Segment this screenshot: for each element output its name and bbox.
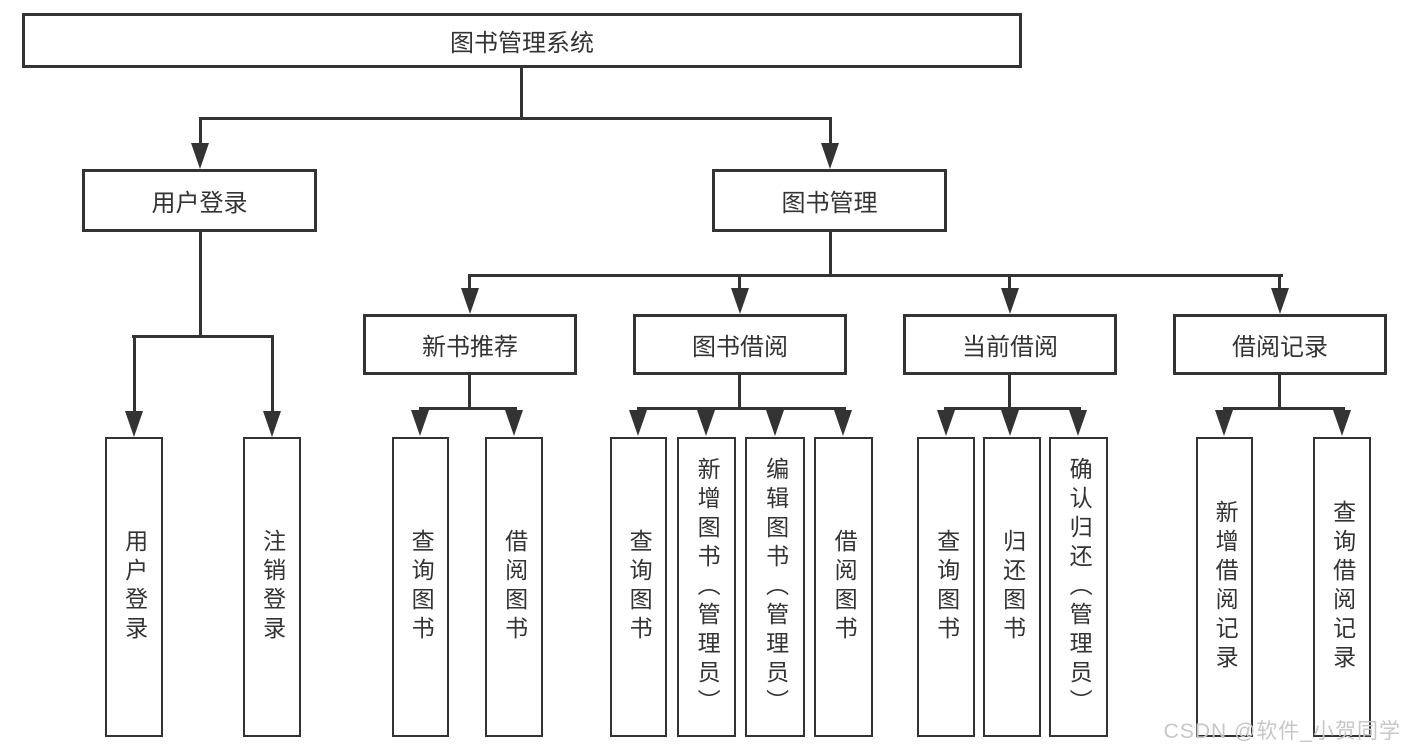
arrowhead-down-icon: [1001, 288, 1019, 314]
leaf-edit-book-admin: 编辑图书（管理员）: [745, 437, 805, 737]
node-book-borrow: 图书借阅: [633, 314, 847, 375]
connector-line: [419, 407, 517, 410]
node-current-borrow: 当前借阅: [903, 314, 1117, 375]
connector-line: [132, 335, 274, 338]
leaf-query-books-3-label: 查询图书: [933, 529, 960, 645]
node-borrow-records: 借阅记录: [1173, 314, 1387, 375]
connector-line: [829, 120, 832, 144]
arrowhead-down-icon: [1215, 410, 1233, 436]
leaf-borrow-books-1: 借阅图书: [485, 437, 543, 737]
connector-line: [133, 338, 136, 411]
node-borrow-records-label: 借阅记录: [1232, 334, 1328, 361]
connector-line: [1008, 277, 1011, 289]
connector-line: [199, 120, 202, 144]
leaf-query-books-2: 查询图书: [610, 437, 667, 737]
leaf-add-book-admin: 新增图书（管理员）: [677, 437, 736, 737]
connector-line: [199, 117, 832, 120]
arrowhead-down-icon: [1271, 288, 1289, 314]
leaf-add-borrow-record-label: 新增借阅记录: [1212, 500, 1239, 674]
node-root: 图书管理系统: [22, 13, 1022, 68]
node-book-management-label: 图书管理: [781, 190, 878, 217]
leaf-query-books-1: 查询图书: [392, 437, 449, 737]
leaf-query-books-3: 查询图书: [917, 437, 975, 737]
leaf-edit-book-admin-label: 编辑图书（管理员）: [762, 456, 789, 718]
leaf-borrow-books-1-label: 借阅图书: [501, 529, 528, 645]
leaf-add-borrow-record: 新增借阅记录: [1196, 437, 1253, 737]
leaf-logout: 注销登录: [243, 437, 301, 737]
arrowhead-down-icon: [263, 411, 281, 437]
leaf-query-borrow-record: 查询借阅记录: [1313, 437, 1371, 737]
arrowhead-down-icon: [1069, 410, 1087, 436]
leaf-user-login: 用户登录: [105, 437, 163, 737]
leaf-return-book: 归还图书: [983, 437, 1041, 737]
arrowhead-down-icon: [461, 288, 479, 314]
leaf-query-borrow-record-label: 查询借阅记录: [1329, 500, 1356, 674]
connector-line: [199, 232, 202, 338]
arrowhead-down-icon: [125, 411, 143, 437]
connector-line: [1223, 407, 1345, 410]
arrowhead-down-icon: [731, 288, 749, 314]
arrowhead-down-icon: [834, 410, 852, 436]
connector-line: [637, 407, 846, 410]
node-book-borrow-label: 图书借阅: [692, 334, 788, 361]
arrowhead-down-icon: [937, 410, 955, 436]
connector-line: [1278, 277, 1281, 289]
leaf-confirm-return-admin: 确认归还（管理员）: [1049, 437, 1108, 737]
arrowhead-down-icon: [766, 410, 784, 436]
connector-line: [829, 232, 832, 277]
node-user-login-label: 用户登录: [151, 190, 248, 217]
leaf-borrow-books-2-label: 借阅图书: [831, 529, 858, 645]
arrowhead-down-icon: [411, 410, 429, 436]
node-new-book-recommend-label: 新书推荐: [422, 334, 518, 361]
arrowhead-down-icon: [629, 410, 647, 436]
node-book-management: 图书管理: [712, 169, 947, 232]
leaf-query-books-1-label: 查询图书: [408, 529, 435, 645]
connector-line: [520, 68, 523, 118]
node-current-borrow-label: 当前借阅: [962, 334, 1058, 361]
arrowhead-down-icon: [191, 143, 209, 169]
connector-line: [738, 375, 741, 408]
connector-line: [468, 274, 1283, 277]
arrowhead-down-icon: [505, 410, 523, 436]
leaf-borrow-books-2: 借阅图书: [814, 437, 873, 737]
connector-line: [1278, 375, 1281, 408]
leaf-user-login-label: 用户登录: [121, 529, 148, 645]
arrowhead-down-icon: [1333, 410, 1351, 436]
connector-line: [468, 375, 471, 408]
node-root-label: 图书管理系统: [450, 30, 594, 57]
leaf-query-books-2-label: 查询图书: [626, 529, 653, 645]
node-new-book-recommend: 新书推荐: [363, 314, 577, 375]
connector-line: [1008, 375, 1011, 408]
connector-line: [738, 277, 741, 289]
leaf-return-book-label: 归还图书: [999, 529, 1026, 645]
connector-line: [944, 407, 1081, 410]
connector-line: [468, 277, 471, 289]
leaf-confirm-return-admin-label: 确认归还（管理员）: [1066, 456, 1093, 718]
leaf-add-book-admin-label: 新增图书（管理员）: [694, 456, 721, 718]
connector-line: [271, 338, 274, 411]
arrowhead-down-icon: [821, 143, 839, 169]
arrowhead-down-icon: [697, 410, 715, 436]
watermark: CSDN @软件_小贺同学: [1163, 720, 1401, 743]
arrowhead-down-icon: [1001, 410, 1019, 436]
node-user-login: 用户登录: [82, 169, 317, 232]
leaf-logout-label: 注销登录: [259, 529, 286, 645]
